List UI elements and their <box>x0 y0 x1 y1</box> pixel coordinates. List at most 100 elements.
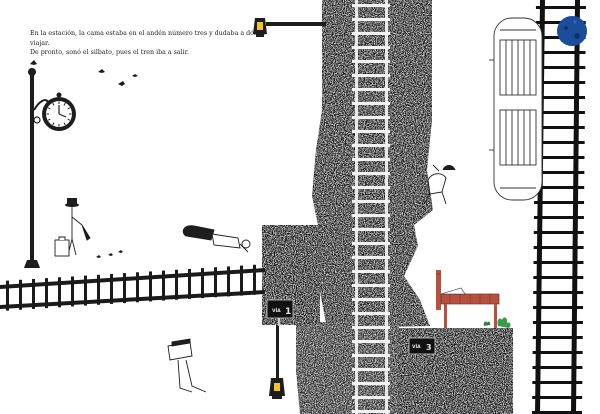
sleeping-woman-figure <box>182 225 251 253</box>
sleeper <box>84 275 87 306</box>
sleeper <box>188 268 191 299</box>
sleeper <box>534 201 585 204</box>
umbrella-icon <box>81 224 91 241</box>
clock-tick <box>52 102 55 106</box>
sleeper <box>45 278 48 309</box>
sleeper <box>533 231 584 234</box>
sleeper <box>352 172 390 175</box>
sleeper <box>71 276 74 307</box>
sleeper <box>352 284 390 287</box>
sign-3-number: 3 <box>426 343 432 352</box>
sleeper <box>352 368 390 371</box>
sleeper <box>534 171 585 174</box>
clock-tick <box>63 122 66 126</box>
sleeper <box>352 200 390 203</box>
train-carriage-icon <box>489 17 543 201</box>
sleeper <box>352 18 390 21</box>
sleeper <box>352 4 390 7</box>
bed-icon <box>436 270 500 328</box>
sign-3-word: VÍA <box>412 342 421 350</box>
sleeper <box>352 88 390 91</box>
sleeper <box>352 102 390 105</box>
left-horizontal-track <box>0 264 265 311</box>
sleeper <box>352 396 390 399</box>
right-vertical-track <box>532 0 586 414</box>
sleeper <box>175 269 178 300</box>
sleeper <box>532 321 583 324</box>
sleeper <box>352 60 390 63</box>
sleeper <box>352 382 390 385</box>
story-line-1: En la estación, la cama estaba en el and… <box>30 30 266 47</box>
clock-tick <box>67 107 71 110</box>
sleeper <box>534 156 585 159</box>
upper-dark-slab <box>312 0 433 328</box>
sleeper <box>352 144 390 147</box>
sleeper <box>535 66 586 69</box>
sleeper <box>32 278 35 309</box>
clock-tick <box>47 107 51 110</box>
sign-1-number: 1 <box>285 307 291 317</box>
sleeper <box>535 96 586 99</box>
sleeper <box>532 411 583 414</box>
sleeper <box>352 326 390 329</box>
suitcase-icon <box>54 236 70 257</box>
falling-figure <box>167 338 207 393</box>
sleeper <box>535 51 586 54</box>
sleeper <box>97 274 100 305</box>
sleeper <box>534 111 585 114</box>
sleeper <box>533 276 584 279</box>
sleeper <box>532 381 583 384</box>
platform-sign-3: VÍA 3 <box>408 337 436 355</box>
sleeper <box>535 81 586 84</box>
sleeper <box>533 216 584 219</box>
sleeper <box>110 273 113 304</box>
sleeper <box>534 186 585 189</box>
sleeper <box>58 277 61 308</box>
sleeper <box>352 130 390 133</box>
sleeper <box>352 256 390 259</box>
sleeper <box>149 271 152 302</box>
sleeper <box>227 266 230 297</box>
sleeper <box>533 306 584 309</box>
platform-sign-1: VÍA 1 <box>266 299 294 326</box>
sleeper <box>253 264 256 295</box>
sleeper <box>352 410 390 413</box>
hanging-lamp-icon <box>269 325 285 399</box>
clock-tick <box>63 102 66 106</box>
sleeper <box>533 246 584 249</box>
walking-figure <box>423 164 456 205</box>
sleeper <box>352 46 390 49</box>
sleeper <box>535 6 586 9</box>
sleeper <box>532 336 583 339</box>
sleeper <box>352 116 390 119</box>
sleeper <box>352 214 390 217</box>
sleeper <box>534 141 585 144</box>
bird-icon <box>30 60 138 258</box>
sleeper <box>136 272 139 303</box>
blue-moon-icon <box>557 16 587 46</box>
sleeper <box>240 265 243 296</box>
sleeper <box>123 273 126 304</box>
sleeper <box>352 158 390 161</box>
sleeper <box>201 268 204 299</box>
hanging-lamp-icon <box>253 18 326 37</box>
sleeper <box>352 270 390 273</box>
sign-1-word: VÍA <box>272 306 281 314</box>
sleeper <box>19 279 22 310</box>
station-clock-icon <box>42 92 76 131</box>
sleeper <box>532 396 583 399</box>
sleeper <box>162 270 165 301</box>
central-vertical-track <box>352 0 390 414</box>
sleeper <box>352 354 390 357</box>
clock-tick <box>47 118 51 121</box>
sleeper <box>352 340 390 343</box>
sleeper <box>352 74 390 77</box>
story-line-2: De pronto, sonó el silbato, pues el tren… <box>30 49 189 57</box>
lamp-post-icon <box>24 68 49 268</box>
sleeper <box>6 280 9 311</box>
sleeper <box>352 312 390 315</box>
story-text: En la estación, la cama estaba en el and… <box>30 29 270 58</box>
sleeper <box>352 186 390 189</box>
clock-tick <box>52 122 55 126</box>
